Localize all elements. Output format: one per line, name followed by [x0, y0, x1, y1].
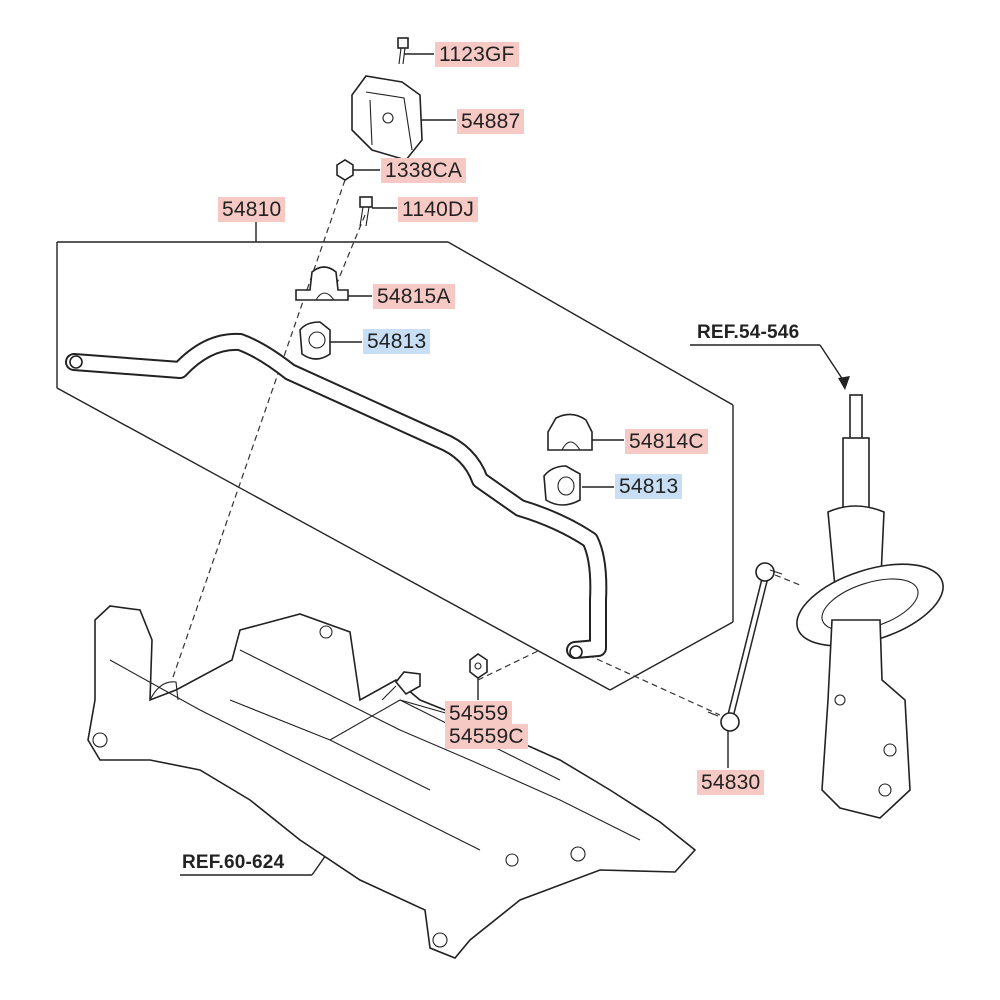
label-1140DJ[interactable]: 1140DJ [398, 197, 479, 222]
label-54813-upper[interactable]: 54813 [363, 329, 431, 354]
subframe [87, 605, 697, 959]
stabilizer-bar [65, 332, 608, 659]
label-54559C[interactable]: 54559C [445, 724, 528, 749]
ref-subframe-label[interactable]: REF.60-624 [182, 852, 285, 873]
stabilizer-link-54830 [707, 562, 783, 732]
label-54815A[interactable]: 54815A [373, 284, 455, 309]
bracket-54814C [547, 413, 593, 451]
strut-assembly [796, 394, 944, 819]
bracket-54887 [351, 75, 423, 161]
bushing-54813-lower [543, 465, 581, 506]
assembly-lines [171, 179, 801, 716]
bracket-54815A [295, 266, 349, 301]
label-54814C[interactable]: 54814C [625, 429, 708, 454]
nut-54559 [469, 653, 488, 679]
ref-strut-label[interactable]: REF.54-546 [697, 322, 800, 343]
bushing-54813-upper [299, 321, 331, 360]
bolt-1123GF [397, 37, 409, 65]
label-54810[interactable]: 54810 [218, 197, 286, 222]
label-54887[interactable]: 54887 [457, 109, 525, 134]
label-54813-lower[interactable]: 54813 [615, 474, 683, 499]
label-54559[interactable]: 54559 [445, 701, 513, 726]
bolt-1140DJ [359, 196, 373, 227]
label-1338CA[interactable]: 1338CA [381, 158, 467, 183]
label-54830[interactable]: 54830 [697, 770, 765, 795]
label-1123GF[interactable]: 1123GF [435, 42, 519, 67]
nut-1338CA [336, 159, 354, 181]
